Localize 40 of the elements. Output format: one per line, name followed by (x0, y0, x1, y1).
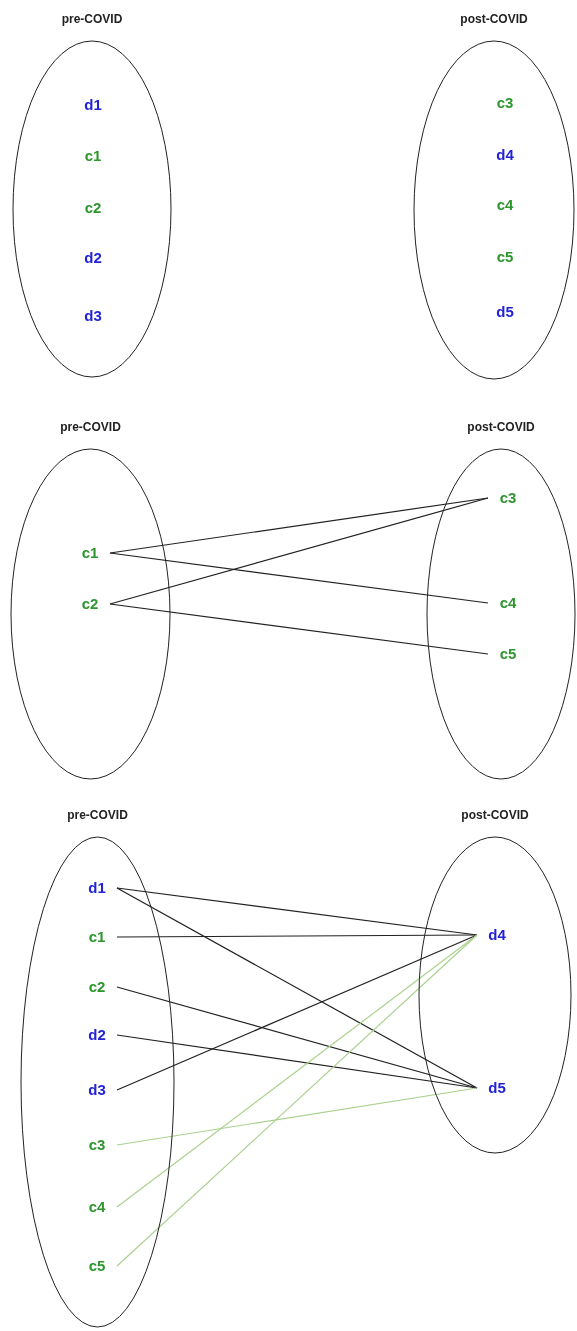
set-heading: pre-COVID (60, 11, 124, 28)
element-label: c4 (488, 593, 528, 613)
element-label: d3 (77, 1080, 117, 1100)
set-heading: post-COVID (459, 11, 529, 28)
element-label: c3 (488, 488, 528, 508)
element-label: c5 (77, 1256, 117, 1276)
connector-line (109, 552, 489, 604)
connector-line (116, 934, 478, 1267)
element-label: c1 (73, 146, 113, 166)
connector-line (116, 1087, 478, 1146)
element-label: d3 (73, 306, 113, 326)
element-label: d5 (485, 302, 525, 322)
set-heading: pre-COVID (66, 807, 129, 824)
set-heading: post-COVID (460, 807, 530, 824)
set-heading: pre-COVID (59, 419, 122, 436)
element-label: c4 (77, 1197, 117, 1217)
connector-line (116, 1034, 478, 1089)
connector-line (109, 603, 489, 655)
element-label: d1 (73, 95, 113, 115)
element-label: c4 (485, 195, 525, 215)
element-label: d2 (73, 248, 113, 268)
element-label: d5 (477, 1078, 517, 1098)
connector-line (109, 497, 489, 605)
element-label: c1 (70, 543, 110, 563)
element-label: d2 (77, 1025, 117, 1045)
element-label: c2 (73, 198, 113, 218)
element-label: d4 (477, 925, 517, 945)
connector-line (116, 934, 478, 1091)
element-label: c3 (485, 93, 525, 113)
element-label: c3 (77, 1135, 117, 1155)
connector-line (116, 934, 478, 938)
element-label: c5 (485, 247, 525, 267)
connector-line (116, 887, 478, 1089)
set-heading: post-COVID (466, 419, 536, 436)
element-label: c5 (488, 644, 528, 664)
element-label: d4 (485, 145, 525, 165)
element-label: c1 (77, 927, 117, 947)
element-label: c2 (77, 977, 117, 997)
element-label: d1 (77, 878, 117, 898)
element-label: c2 (70, 594, 110, 614)
